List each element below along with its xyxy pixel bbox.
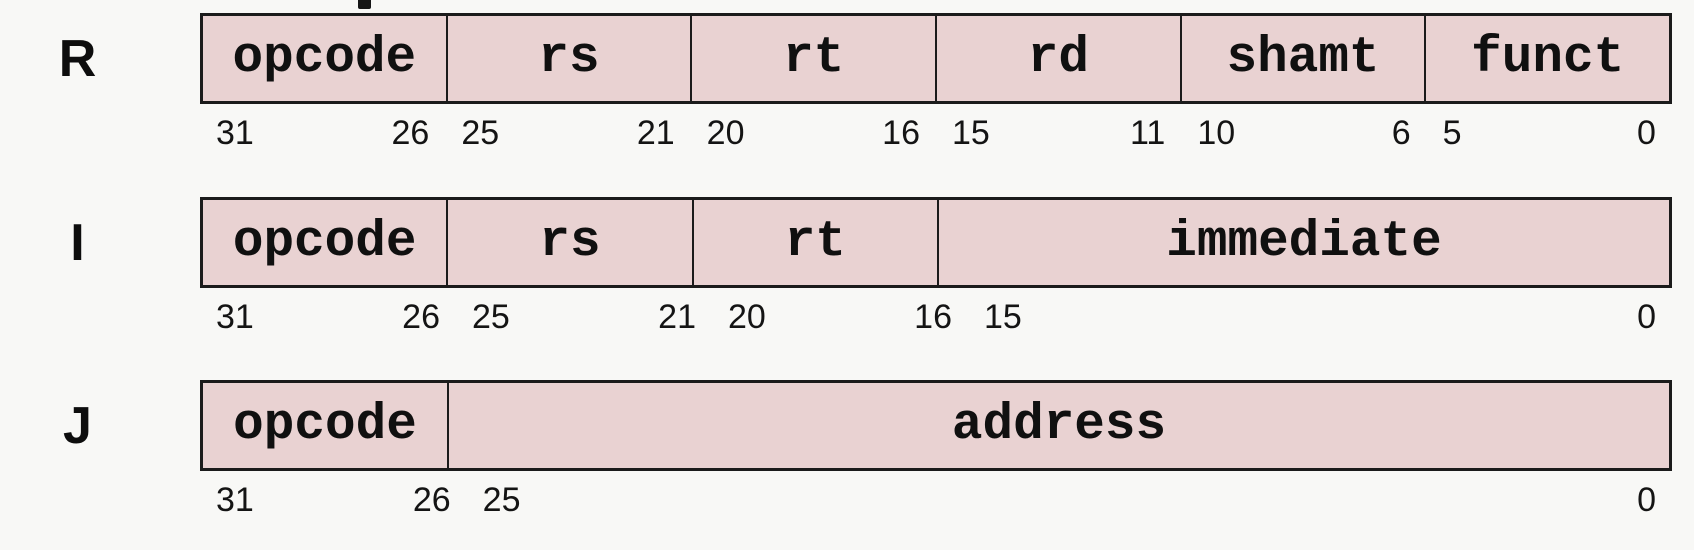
bit-range-opcode: 31 26 [200,299,456,335]
bit-ranges-j: 31 26 25 0 [200,482,1672,518]
bit-hi: 20 [706,114,745,152]
bit-hi: 15 [951,114,990,152]
bit-lo: 16 [882,114,920,152]
bit-lo: 21 [636,114,675,152]
bit-hi: 10 [1197,114,1236,152]
field-box-j: opcode address [200,380,1672,471]
field-funct: funct [1424,16,1669,101]
field-rs: rs [446,200,691,285]
bit-lo: 0 [1637,114,1656,152]
bit-lo: 6 [1391,114,1411,152]
bit-hi: 25 [472,298,510,336]
bit-hi: 31 [216,481,254,519]
bit-hi: 5 [1442,114,1462,152]
bit-hi: 15 [984,298,1022,336]
bit-lo: 26 [391,114,430,152]
format-letter-j: J [63,396,92,455]
format-row-r: R opcode rs rt rd shamt funct 31 26 25 2… [59,13,1672,151]
bit-lo: 26 [402,298,440,336]
bit-range-rt: 20 16 [712,299,968,335]
field-immediate: immediate [936,200,1669,285]
field-box-i: opcode rs rt immediate [200,197,1672,288]
bit-range-address: 25 0 [467,482,1672,518]
bit-range-immediate: 15 0 [968,299,1672,335]
bit-range-funct: 5 0 [1427,115,1672,151]
field-rs: rs [445,16,691,101]
field-opcode: opcode [233,397,417,454]
bit-hi: 31 [216,298,254,336]
format-row-j: J opcode address 31 26 25 0 [63,380,1672,518]
format-row-i: I opcode rs rt immediate 31 26 25 21 20 … [70,197,1672,335]
field-address: address [447,383,1669,468]
bit-hi: 31 [216,114,254,152]
bit-range-rd: 15 11 [936,115,1181,151]
bit-lo: 16 [914,298,952,336]
bit-lo: 0 [1637,481,1656,519]
format-letter-r: R [58,29,97,88]
field-opcode: opcode [232,30,417,87]
field-rd: rd [935,16,1180,101]
field-rt: rt [691,200,937,285]
bit-range-rs: 25 21 [445,115,690,151]
format-letter-i: I [70,213,85,272]
field-shamt: shamt [1179,16,1425,101]
cropped-text-artifact [358,0,371,9]
bit-hi: 25 [461,114,500,152]
bit-lo: 26 [412,481,451,519]
field-opcode: opcode [232,214,417,271]
bit-lo: 11 [1130,114,1166,152]
bit-range-opcode: 31 26 [200,115,445,151]
bit-range-rs: 25 21 [456,299,712,335]
bit-lo: 21 [658,298,696,336]
bit-range-rt: 20 16 [691,115,936,151]
bit-ranges-i: 31 26 25 21 20 16 15 0 [200,299,1672,335]
bit-hi: 25 [482,481,521,519]
bit-lo: 0 [1637,298,1656,336]
bit-range-shamt: 10 6 [1181,115,1426,151]
field-rt: rt [690,16,935,101]
bit-ranges-r: 31 26 25 21 20 16 15 11 10 6 5 0 [200,115,1672,151]
bit-range-opcode: 31 26 [200,482,467,518]
bit-hi: 20 [728,298,766,336]
field-box-r: opcode rs rt rd shamt funct [200,13,1672,104]
